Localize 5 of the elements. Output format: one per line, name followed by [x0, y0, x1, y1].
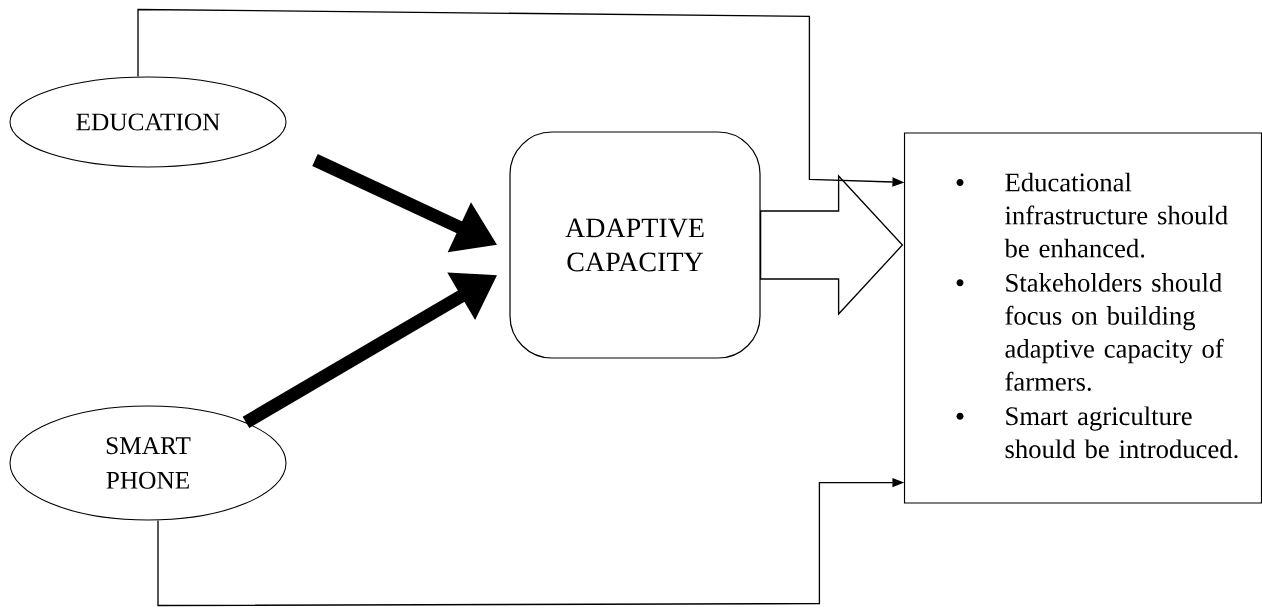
- ellipse-node: EDUCATION: [9, 76, 287, 168]
- rounded-box: ADAPTIVE CAPACITY: [509, 131, 761, 359]
- ellipse-node: SMART PHONE: [9, 405, 287, 521]
- block-arrow: [759, 174, 904, 316]
- bullet-list-box: Educational infrastructure should be enhanced. Stakeholders should focus on building adaptive capacity of farmers. Smart agriculture should be introduced.: [903, 132, 1262, 504]
